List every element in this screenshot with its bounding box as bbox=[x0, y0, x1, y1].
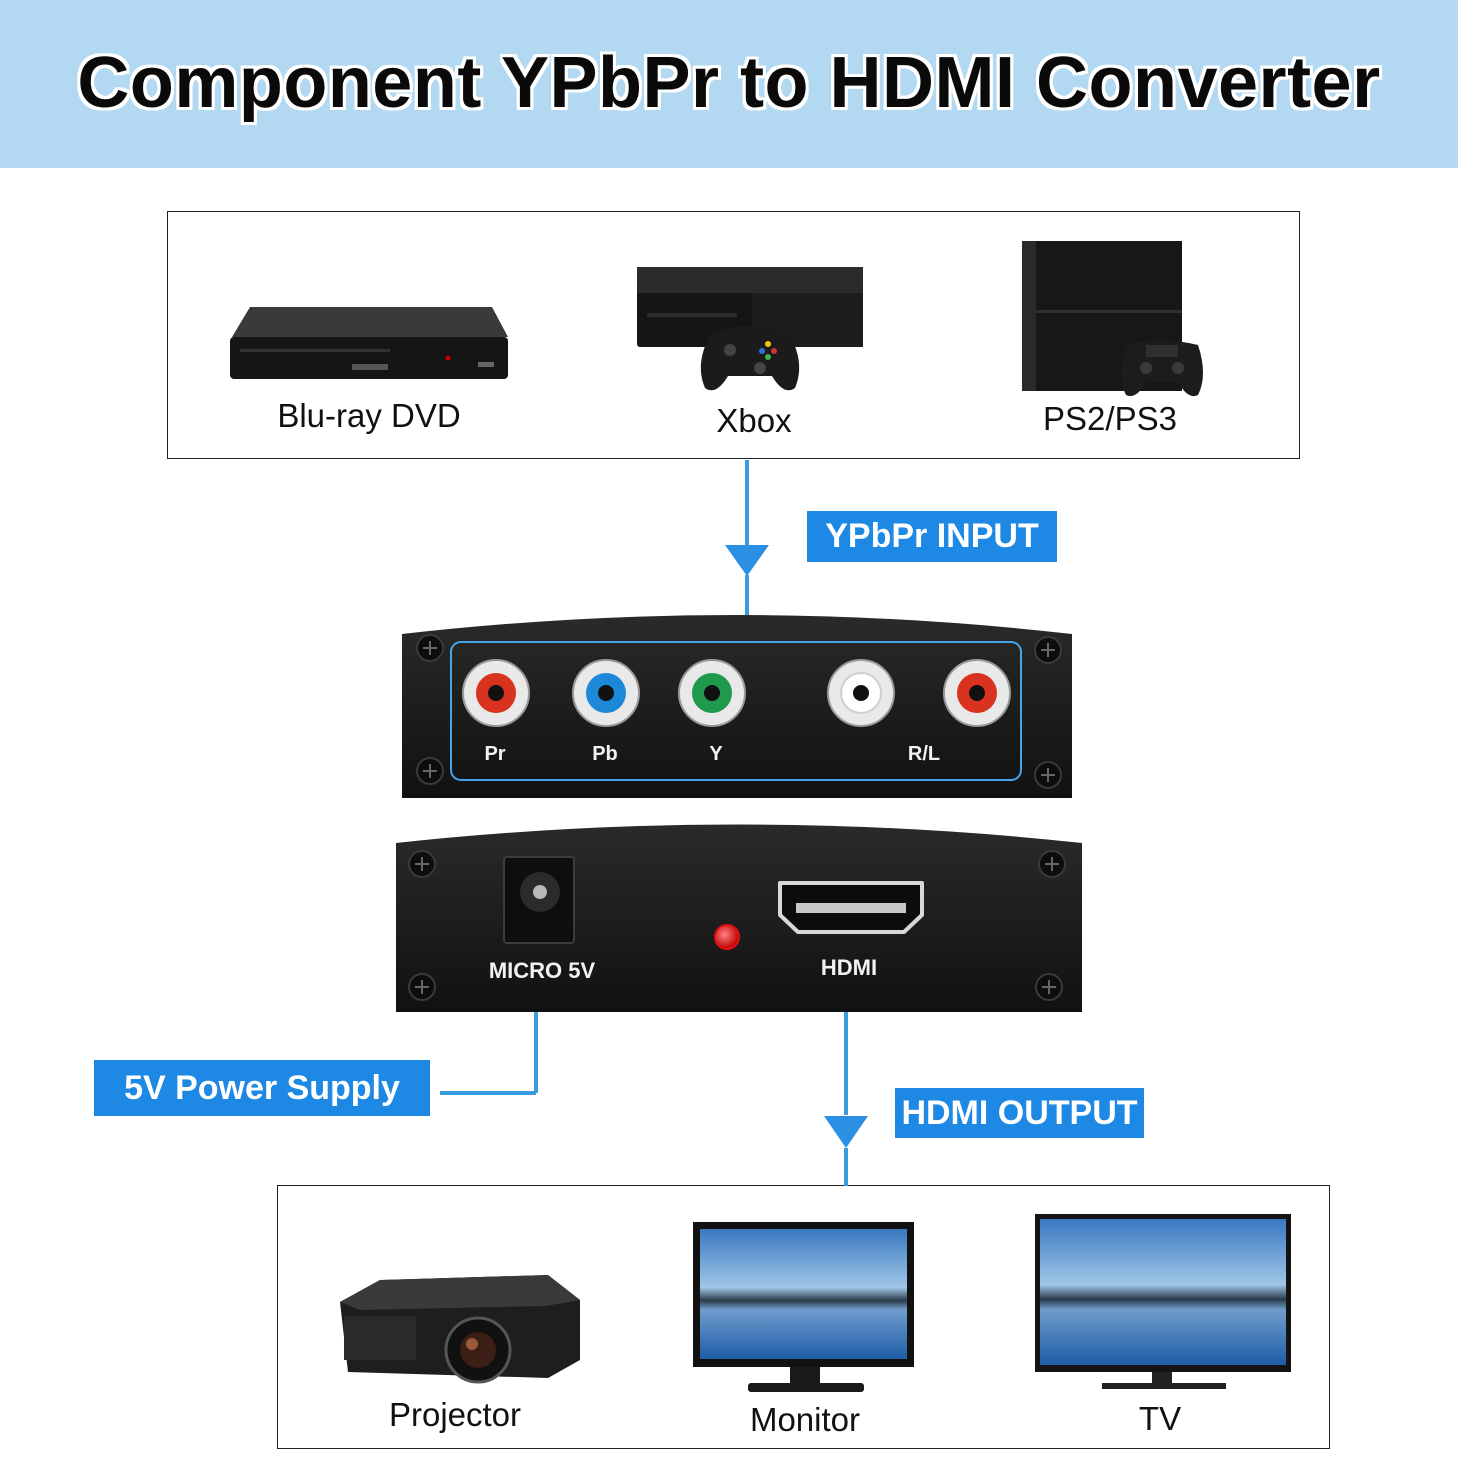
rca-jack-icon bbox=[943, 659, 1011, 727]
screw-icon bbox=[1038, 850, 1066, 878]
screw-icon bbox=[416, 634, 444, 662]
monitor-icon bbox=[693, 1222, 914, 1392]
screw-icon bbox=[1035, 973, 1063, 1001]
screw-icon bbox=[408, 973, 436, 1001]
playstation-console-icon bbox=[1022, 241, 1203, 397]
arrow-down-icon bbox=[824, 1116, 868, 1148]
source-label-xbox: Xbox bbox=[716, 402, 792, 439]
ypbpr-input-callout: YPbPr INPUT bbox=[807, 511, 1057, 562]
screw-icon bbox=[408, 850, 436, 878]
page-title: Component YPbPr to HDMI Converter bbox=[77, 43, 1381, 123]
power-supply-callout: 5V Power Supply bbox=[94, 1060, 430, 1116]
title-banner: Component YPbPr to HDMI Converter bbox=[0, 0, 1458, 168]
hdmi-port-icon bbox=[778, 881, 924, 934]
rca-jacks bbox=[462, 659, 1011, 727]
rca-jack-icon bbox=[678, 659, 746, 727]
hdmi-output-callout: HDMI OUTPUT bbox=[895, 1088, 1144, 1138]
bluray-player-icon bbox=[230, 307, 508, 379]
hdmi-port-label: HDMI bbox=[820, 955, 878, 980]
tv-icon bbox=[1035, 1214, 1291, 1389]
rca-jack-icon bbox=[827, 659, 895, 727]
connector-lines bbox=[440, 460, 848, 1186]
port-label-audio: R/L bbox=[907, 743, 941, 765]
screw-icon bbox=[416, 757, 444, 785]
screw-icon bbox=[1034, 636, 1062, 664]
screw-icon bbox=[1034, 761, 1062, 789]
display-label-monitor: Monitor bbox=[749, 1401, 861, 1438]
port-label-y: Y bbox=[709, 743, 723, 765]
power-led-icon bbox=[714, 924, 740, 950]
projector-icon bbox=[340, 1275, 580, 1384]
source-label-bluray: Blu-ray DVD bbox=[277, 397, 461, 434]
display-label-tv: TV bbox=[1138, 1400, 1182, 1437]
power-jack-icon bbox=[503, 856, 575, 944]
power-port-label: MICRO 5V bbox=[488, 958, 596, 983]
arrow-down-icon bbox=[725, 545, 769, 576]
xbox-console-icon bbox=[637, 267, 863, 391]
rca-jack-icon bbox=[462, 659, 530, 727]
port-label-pb: Pb bbox=[592, 743, 618, 765]
port-label-pr: Pr bbox=[484, 743, 506, 765]
display-label-projector: Projector bbox=[388, 1396, 522, 1433]
source-label-playstation: PS2/PS3 bbox=[1043, 400, 1177, 437]
rca-jack-icon bbox=[572, 659, 640, 727]
